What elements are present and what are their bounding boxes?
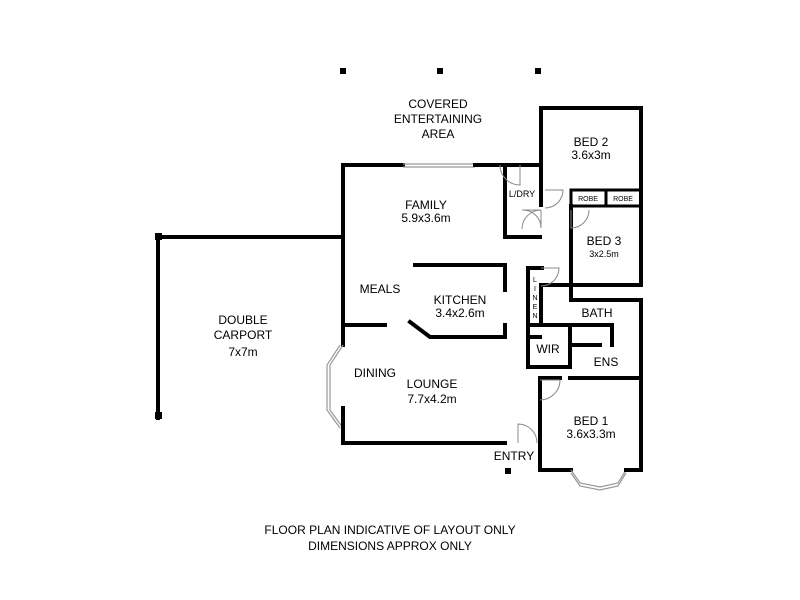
bed1-dim: 3.6x3.3m xyxy=(566,427,615,441)
wir-label: WIR xyxy=(536,342,560,356)
linen-letter: N xyxy=(532,313,537,320)
bed2-dim: 3.6x3m xyxy=(571,148,610,162)
pergola-post xyxy=(340,68,346,74)
bed1-label: BED 1 xyxy=(574,414,609,428)
bed3-label: BED 3 xyxy=(587,234,622,248)
covered-label-1: COVERED xyxy=(408,97,468,111)
lounge-dim: 7.7x4.2m xyxy=(407,392,456,406)
pergola-post xyxy=(535,68,541,74)
family-label: FAMILY xyxy=(405,198,447,212)
carport-label-2: CARPORT xyxy=(214,328,273,342)
bed2-label: BED 2 xyxy=(574,135,609,149)
entry-post xyxy=(505,468,511,474)
linen-letter: I xyxy=(534,286,536,293)
robe-label-2: ROBE xyxy=(613,196,633,203)
entry-label: ENTRY xyxy=(494,449,534,463)
bed3-dim: 3x2.5m xyxy=(589,249,619,259)
kitchen-dim: 3.4x2.6m xyxy=(435,306,484,320)
footer-note-1: FLOOR PLAN INDICATIVE OF LAYOUT ONLY xyxy=(264,523,515,537)
bath-label: BATH xyxy=(581,306,612,320)
footer-note-2: DIMENSIONS APPROX ONLY xyxy=(308,539,472,553)
robe-label-1: ROBE xyxy=(578,196,598,203)
house-walls xyxy=(326,106,643,491)
dining-label: DINING xyxy=(354,366,396,380)
meals-label: MEALS xyxy=(360,282,401,296)
ens-label: ENS xyxy=(594,355,619,369)
linen-letter: L xyxy=(533,277,537,284)
kitchen-label: KITCHEN xyxy=(434,293,487,307)
covered-label-3: AREA xyxy=(422,127,455,141)
linen-letter: E xyxy=(533,304,538,311)
carport-walls xyxy=(155,233,345,420)
carport-label-1: DOUBLE xyxy=(218,313,267,327)
linen-letter: N xyxy=(532,295,537,302)
family-dim: 5.9x3.6m xyxy=(401,211,450,225)
pergola-post xyxy=(437,68,443,74)
door-swings xyxy=(499,164,590,444)
carport-dim: 7x7m xyxy=(228,345,257,359)
ldry-label: L/DRY xyxy=(509,189,535,199)
covered-label-2: ENTERTAINING xyxy=(394,112,482,126)
lounge-label: LOUNGE xyxy=(407,377,458,391)
